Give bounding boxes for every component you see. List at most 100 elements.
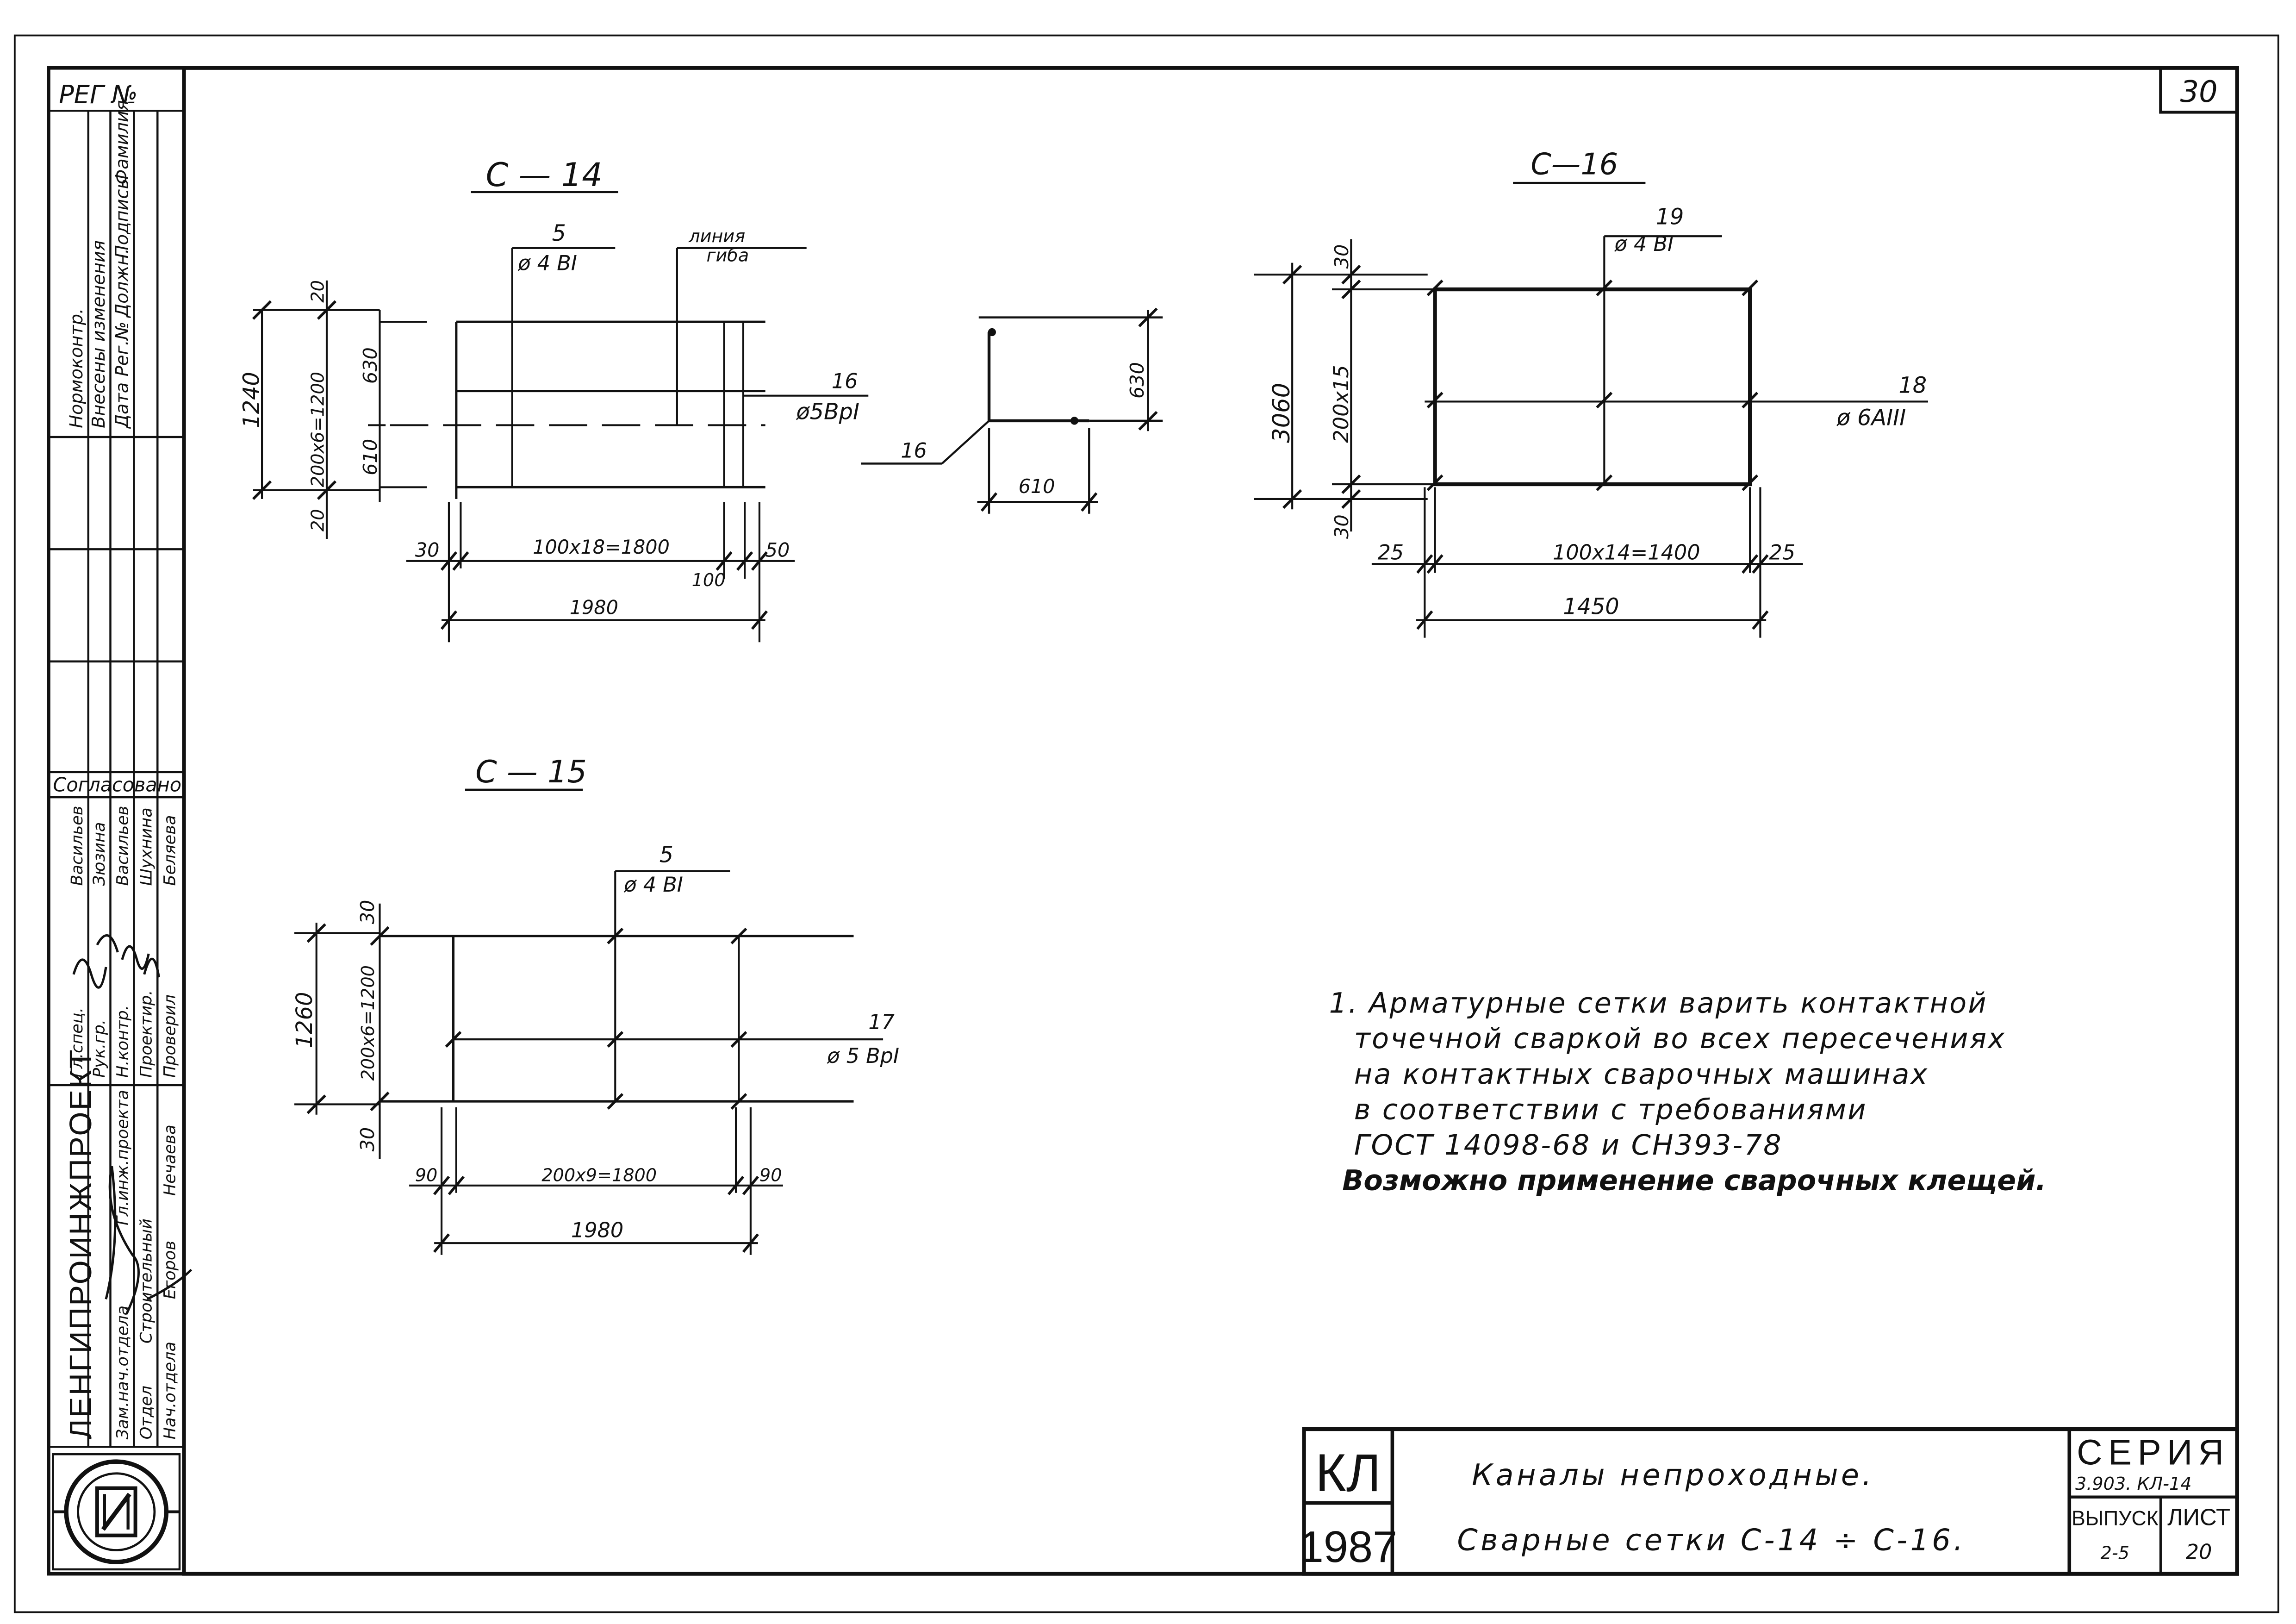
note-line-6: Возможно применение сварочных клещей. (1342, 1164, 2046, 1197)
c14-bend-label-2: гиба (706, 245, 749, 266)
c16-bar-v-spec: ø 4 BI (1614, 232, 1674, 256)
c16-dim-right: 25 (1769, 541, 1796, 565)
c16-title: C—16 (1531, 147, 1618, 181)
c15-dim-right: 90 (759, 1165, 782, 1186)
dept-column: Зам.нач.отдела Отдел Строительный Нач.от… (113, 1090, 180, 1439)
c15-dim-pitch-h: 200x9=1800 (541, 1165, 657, 1186)
c14-dim-bottom: 20 (308, 509, 329, 531)
c16-bar-h-spec: ø 6AIII (1836, 405, 1906, 431)
role-2: Рук.гр. (90, 1019, 109, 1078)
c14-dim-pitch-v: 200x6=1200 (308, 372, 329, 487)
c15-dim-top: 30 (356, 900, 379, 924)
normcontrol-label: Нормоконтр. (67, 308, 87, 428)
date-label: Дата (112, 382, 133, 429)
c16-dim-pitch-v: 200x15 (1329, 365, 1353, 443)
c16-dim-bottom: 30 (1331, 514, 1353, 539)
org-emblem-icon (52, 1453, 181, 1571)
c14-dim-right: 50 (765, 539, 790, 561)
series-value: 3.903. КЛ-14 (2075, 1474, 2192, 1494)
c16-bar-v-num: 19 (1656, 205, 1684, 230)
issue-value: 2-5 (2101, 1543, 2129, 1564)
c14-dim-total-h: 1240 (239, 372, 265, 428)
mesh-c16 (1254, 235, 1928, 638)
bent-dim-610: 610 (1019, 475, 1055, 498)
c15-title: C — 15 (475, 754, 587, 790)
c14-dim-610: 610 (359, 439, 381, 475)
c14-dim-total-w: 1980 (570, 597, 618, 619)
c15-dim-pitch-v: 200x6=1200 (358, 965, 379, 1081)
note-line-5: ГОСТ 14098-68 и СН393-78 (1354, 1129, 1783, 1162)
c16-dim-total-h: 3060 (1268, 383, 1295, 443)
notes-block: 1. Арматурные сетки варить контактной то… (1329, 987, 2047, 1197)
roles-column: Гл.спец. Рук.гр. Н.контр. Проектир. Пров… (68, 990, 179, 1078)
name-1: Нечаева (160, 1124, 179, 1196)
dept-1: Зам.нач.отдела (113, 1305, 132, 1439)
mesh-c16-labels: C—16 19 ø 4 BI 18 ø 6AIII 3060 200x15 30… (1268, 147, 1927, 619)
c14-bar-v-spec: ø 4 BI (517, 251, 577, 275)
doc-title-1: Каналы непроходные. (1472, 1458, 1874, 1493)
changes-label: Внесены изменения (89, 240, 109, 428)
doc-year: 1987 (1299, 1523, 1397, 1572)
note-line-1: 1. Арматурные сетки варить контактной (1329, 987, 1988, 1020)
c15-bar-h-num: 17 (868, 1010, 895, 1034)
sheet-number-box: 30 (2159, 66, 2239, 114)
c14-dim-630: 630 (359, 347, 381, 384)
org-name: ЛЕНГИПРОИНЖПРОЕКТ (63, 1048, 98, 1439)
position-label: Должн. (112, 248, 133, 318)
c15-dim-total-w: 1980 (571, 1218, 623, 1242)
c14-bar-v-num: 5 (552, 221, 566, 246)
c15-dim-total-h: 1260 (292, 992, 317, 1049)
c15-dim-left: 90 (415, 1165, 438, 1186)
role-3: Н.контр. (113, 1005, 132, 1078)
bent-bar-16 (861, 307, 1163, 514)
c15-bar-h-spec: ø 5 BpI (827, 1044, 899, 1068)
c16-dim-left: 25 (1378, 541, 1404, 565)
approved-label: Согласовано (53, 774, 181, 796)
c14-title: C — 14 (485, 156, 602, 194)
note-line-4: в соответствии с требованиями (1354, 1093, 1867, 1126)
note-line-2: точечной сваркой во всех пересечениях (1354, 1023, 2006, 1055)
c16-dim-top: 30 (1331, 244, 1353, 269)
doc-title-2: Сварные сетки C-14 ÷ C-16. (1457, 1523, 1966, 1557)
sheet-value: 20 (2186, 1540, 2212, 1564)
sidebar: РЕГ № Нормоконтр. Внесены изменения Дата… (47, 66, 193, 1576)
title-block (1302, 1427, 2239, 1576)
c14-dim-top: 20 (308, 280, 329, 303)
bent-bar-16-labels: 16 630 610 (901, 362, 1148, 498)
bent-dim-630: 630 (1126, 362, 1148, 399)
regno-label: Рег.№ (112, 322, 133, 377)
approver-4: Шухнина (137, 807, 156, 886)
c14-bar-h-num: 16 (832, 369, 858, 394)
dept-5: Гл.инж.проекта (113, 1090, 132, 1225)
surname-label: Фамилия (112, 100, 133, 184)
mesh-c15 (294, 870, 884, 1255)
c15-bar-v-num: 5 (660, 842, 673, 868)
dept-2: Отдел (137, 1386, 156, 1439)
mesh-c14-labels: C — 14 5 ø 4 BI линия гиба 16 ø5BpI 1240… (239, 156, 859, 619)
note-line-3: на контактных сварочных машинах (1354, 1058, 1929, 1091)
c16-bar-h-num: 18 (1898, 373, 1927, 398)
title-block-text: КЛ 1987 Каналы непроходные. Сварные сетк… (1299, 1433, 2230, 1572)
mesh-c14 (252, 247, 869, 643)
approver-1: Васильев (68, 806, 87, 886)
c14-dim-100: 100 (692, 570, 726, 591)
reg-label: РЕГ № (59, 80, 137, 109)
role-1: Гл.спец. (68, 1007, 87, 1078)
c15-bar-v-spec: ø 4 BI (623, 873, 683, 897)
names-column: Нечаева Егоров (160, 1124, 179, 1299)
c14-bar-h-spec: ø5BpI (796, 400, 859, 425)
approvers-column: Васильев Зюзина Васильев Шухнина Беляева (68, 806, 179, 886)
approver-2: Зюзина (90, 822, 109, 886)
dept-3: Строительный (137, 1218, 156, 1343)
mesh-c15-labels: C — 15 5 ø 4 BI 17 ø 5 BpI 1260 200x6=12… (292, 754, 899, 1242)
c16-dim-total-w: 1450 (1563, 594, 1619, 620)
role-5: Проверил (160, 994, 179, 1078)
bent-bar-num: 16 (901, 439, 927, 463)
c14-dim-pitch-h: 100x18=1800 (533, 536, 670, 558)
issue-label: ВЫПУСК (2072, 1507, 2158, 1530)
c15-dim-bottom: 30 (356, 1127, 379, 1152)
sheet-number: 30 (2180, 75, 2218, 109)
sheet-label: ЛИСТ (2167, 1504, 2230, 1530)
sheet-frame (13, 34, 2279, 1613)
